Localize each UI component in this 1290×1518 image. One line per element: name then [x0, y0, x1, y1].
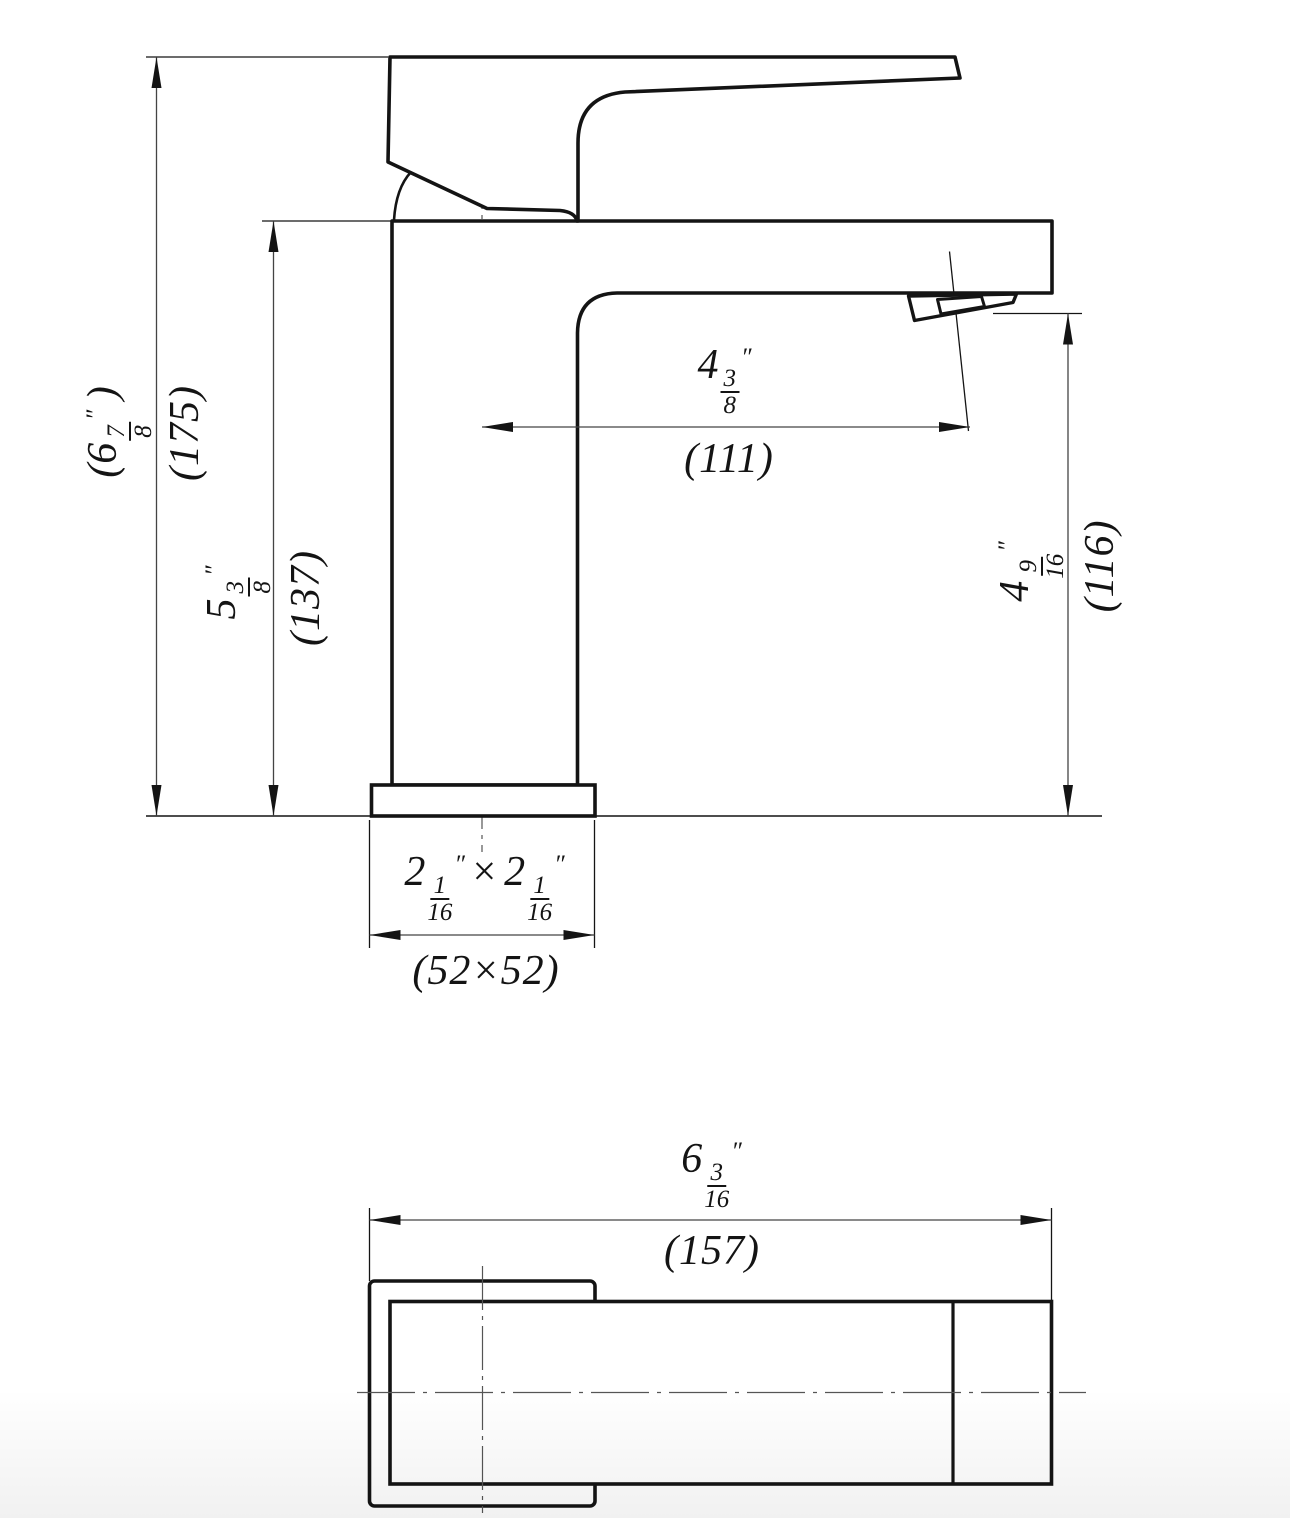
- dim-label-outlet-height-mm: (116): [1077, 519, 1123, 613]
- arrowhead-down: [151, 785, 162, 816]
- dim-overall-length: [368, 1208, 1053, 1301]
- arrowhead-right: [1020, 1215, 1052, 1225]
- arrowhead-up: [1063, 313, 1073, 345]
- dim-label-deck-height-mm: (137): [283, 550, 329, 646]
- arrowhead-up: [268, 221, 279, 252]
- arrowhead-right: [939, 422, 970, 432]
- handle-lever-outline: [386, 55, 962, 223]
- dim-label-overall-height-mm: (175): [162, 385, 208, 481]
- dim-label-base-size-mm: (52×52): [412, 948, 560, 994]
- arrowhead-right: [563, 930, 595, 940]
- arrowhead-left: [369, 1215, 401, 1225]
- dim-overall-height: [146, 56, 388, 816]
- arrowhead-down: [268, 785, 279, 816]
- base-plate: [369, 783, 597, 818]
- arrowhead-down: [1063, 785, 1073, 816]
- dim-deck-height: [262, 220, 392, 816]
- dim-outlet-height: [993, 312, 1082, 816]
- dim-label-overall-length-mm: (157): [664, 1228, 760, 1274]
- handle-pivot-arc: [392, 171, 412, 221]
- aerator-insert: [936, 295, 986, 316]
- arrowhead-up: [151, 57, 162, 88]
- faucet-body-outline: [390, 219, 1054, 787]
- dim-base-size: [368, 820, 596, 948]
- arrowhead-left: [369, 930, 401, 940]
- aerator-axis-line: [948, 251, 970, 432]
- arrowhead-left: [482, 422, 513, 432]
- dim-spout-reach: [482, 422, 970, 432]
- dim-label-spout-reach-mm: (111): [684, 436, 774, 482]
